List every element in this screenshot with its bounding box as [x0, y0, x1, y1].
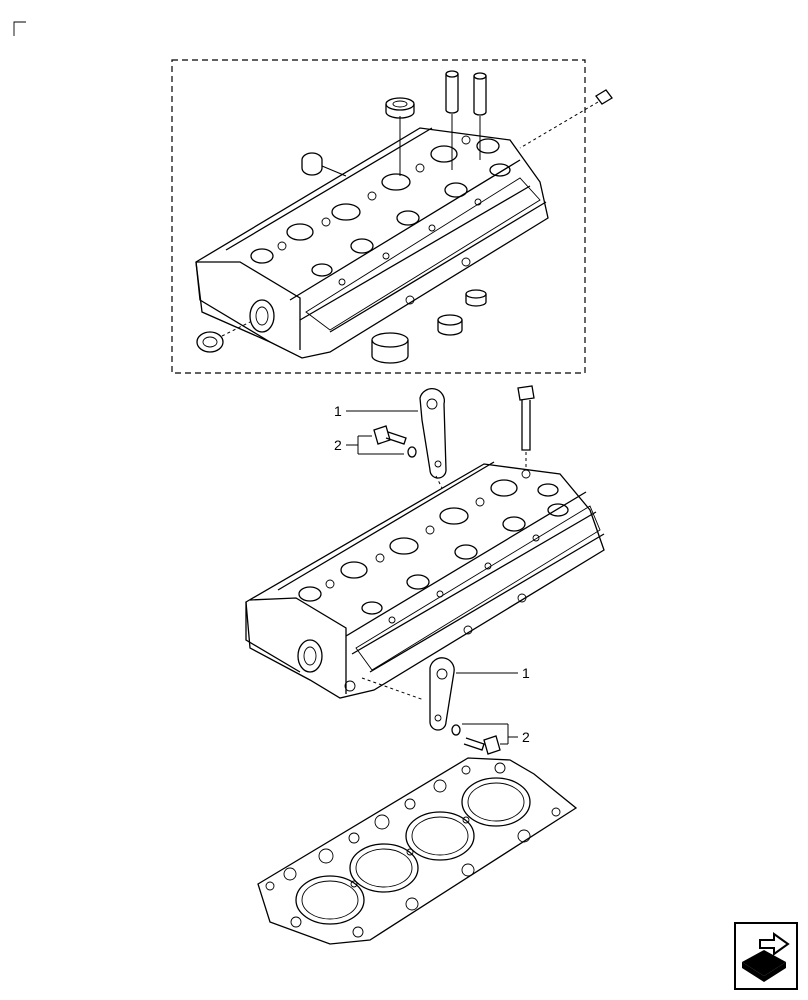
lifting-bracket-upper: [419, 387, 447, 479]
kit-dashed-boundary: [171, 59, 586, 374]
valve-stem-seal-top: [385, 97, 415, 119]
gasket-cylinder-bores: [295, 777, 531, 925]
callout-2-lower: 2: [522, 729, 530, 745]
head-gasket: [257, 757, 578, 945]
valve-guide-right: [473, 72, 487, 116]
plug-left: [301, 152, 347, 177]
valve-guide-left: [445, 70, 459, 114]
callout-2-upper: 2: [334, 437, 342, 453]
plug-right: [519, 89, 613, 149]
callout-1-lower: 1: [522, 665, 530, 681]
lifting-bracket-lower: [429, 657, 455, 731]
head-ports-upper: [250, 135, 511, 305]
next-page-button[interactable]: [734, 922, 798, 990]
front-port-lower: [297, 639, 323, 673]
cylinder-head-lower: [245, 461, 605, 699]
head-ports-lower: [298, 469, 569, 635]
callout-1-upper: 1: [334, 403, 342, 419]
valve-seat-insert-mid: [437, 314, 463, 336]
long-bolt: [517, 385, 535, 451]
cylinder-head-kit-group: [171, 59, 613, 374]
valve-seat-insert-large: [371, 332, 409, 364]
valve-seat-insert-small: [465, 289, 487, 307]
gasket-holes: [265, 762, 561, 938]
seal-ring-front: [196, 321, 251, 353]
bolt-upper: [373, 425, 417, 458]
next-page-arrow-icon: [734, 922, 798, 990]
bolt-lower: [451, 724, 501, 755]
cylinder-head-upper: [195, 127, 549, 359]
front-port-upper: [249, 299, 275, 333]
crop-mark: [13, 21, 26, 36]
